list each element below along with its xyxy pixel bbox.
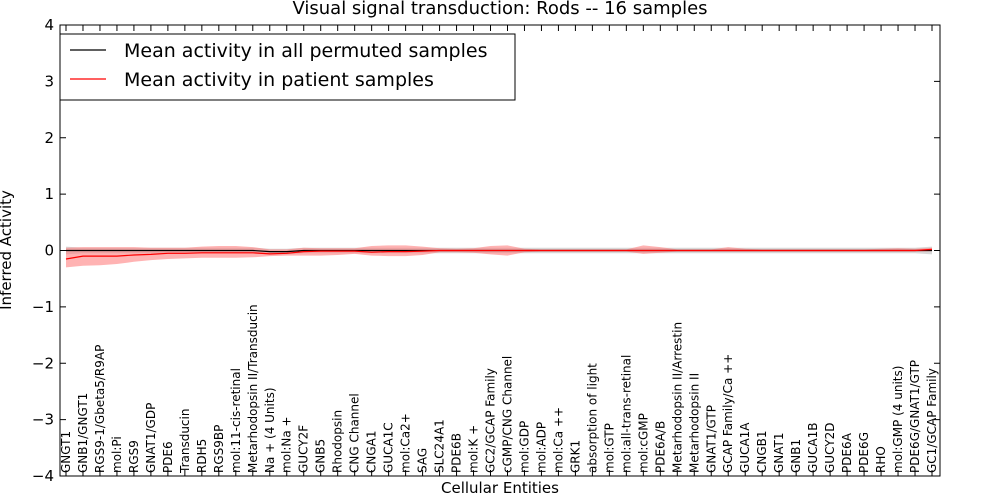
y-tick-label: −2 xyxy=(32,354,54,372)
y-tick-label: 4 xyxy=(44,16,54,34)
x-category-label: GNB1/GNGT1 xyxy=(76,393,90,473)
x-category-label: cGMP/CNG Channel xyxy=(501,356,515,473)
x-category-label: GUCY2D xyxy=(823,423,837,473)
x-category-label: GNAT1/GDP xyxy=(144,403,158,473)
x-category-label: mol:11-cis-retinal xyxy=(229,368,243,473)
x-category-label: RDH5 xyxy=(195,439,209,473)
x-category-label: RHO xyxy=(874,446,888,473)
x-category-label: GCAP Family/Ca ++ xyxy=(721,354,735,473)
x-category-label: mol:GDP xyxy=(518,421,532,473)
legend-box xyxy=(59,33,516,101)
x-category-label: GC1/GCAP Family xyxy=(925,368,939,473)
legend: Mean activity in all permuted samples Me… xyxy=(59,33,516,101)
x-category-label: PDE6A xyxy=(840,432,854,473)
x-category-label: mol:Pi xyxy=(110,436,124,473)
x-category-label: mol:Ca2+ xyxy=(399,413,413,473)
x-category-label: GUCA1C xyxy=(382,422,396,473)
x-category-label: SAG xyxy=(416,448,430,473)
x-category-label: GRK1 xyxy=(568,440,582,473)
legend-label-patient: Mean activity in patient samples xyxy=(124,69,434,91)
x-category-label: mol:ADP xyxy=(535,422,549,473)
x-axis-title: Cellular Entities xyxy=(441,479,559,497)
x-category-label: mol:Ca ++ xyxy=(551,407,565,473)
x-category-label: GNB5 xyxy=(314,439,328,473)
y-axis: 4 3 2 1 0 −1 −2 −3 −4 xyxy=(32,16,940,485)
x-category-label: GUCA1B xyxy=(806,422,820,473)
x-category-label: PDE6B xyxy=(450,433,464,473)
x-category-label: CNG Channel xyxy=(348,393,362,473)
x-category-label: PDE6 xyxy=(161,441,175,473)
x-category-label: RGS9BP xyxy=(212,425,226,473)
x-category-label: mol:all-trans-retinal xyxy=(619,355,633,473)
x-category-label: GNGT1 xyxy=(59,431,73,473)
x-category-label: CNGA1 xyxy=(365,431,379,474)
y-axis-title: Inferred Activity xyxy=(0,190,15,310)
y-tick-label: −1 xyxy=(32,298,54,316)
x-category-label: GUCA1A xyxy=(738,422,752,473)
x-category-label: GNAT1 xyxy=(772,432,786,473)
y-tick-label: 2 xyxy=(44,129,54,147)
x-category-label: GC2/GCAP Family xyxy=(484,368,498,473)
y-tick-label: −4 xyxy=(32,467,54,485)
plot-area xyxy=(65,245,933,268)
x-category-label: RGS9-1/Gbeta5/R9AP xyxy=(93,345,107,473)
legend-label-permuted: Mean activity in all permuted samples xyxy=(124,40,487,62)
y-tick-label: 3 xyxy=(44,72,54,90)
x-category-label: PDE6G xyxy=(857,432,871,473)
x-category-label: mol:GMP (4 units) xyxy=(891,366,905,473)
x-category-label: mol:cGMP xyxy=(636,413,650,473)
x-category-label: GUCY2F xyxy=(297,425,311,473)
x-category-label: GNAT1/GTP xyxy=(704,405,718,473)
x-category-label: Metarhodopsin II xyxy=(687,373,701,473)
x-category-label: GNB1 xyxy=(789,439,803,473)
x-category-label: Metarhodopsin II/Arrestin xyxy=(670,322,684,473)
x-category-label: Metarhodopsin II/Transducin xyxy=(246,304,260,473)
y-tick-label: 0 xyxy=(44,242,54,260)
x-category-label: RGS9 xyxy=(127,440,141,473)
y-tick-label: 1 xyxy=(44,185,54,203)
x-category-label: CNGB1 xyxy=(755,430,769,473)
x-category-label: SLC24A1 xyxy=(433,419,447,473)
x-category-label: mol:GTP xyxy=(602,423,616,473)
x-category-label: Rhodopsin xyxy=(331,410,345,473)
patient-mean-line xyxy=(65,248,933,260)
x-category-label: Na + (4 Units) xyxy=(263,387,277,473)
x-category-label: PDE6A/B xyxy=(653,421,667,473)
x-category-label: PDE6G/GNAT1/GTP xyxy=(908,360,922,473)
x-category-label: mol:K + xyxy=(467,425,481,473)
x-category-label: absorption of light xyxy=(585,363,599,473)
chart-title: Visual signal transduction: Rods -- 16 s… xyxy=(292,0,707,19)
y-tick-label: −3 xyxy=(32,411,54,429)
x-category-label: mol:Na + xyxy=(280,416,294,473)
x-category-label: Transducin xyxy=(178,409,192,474)
